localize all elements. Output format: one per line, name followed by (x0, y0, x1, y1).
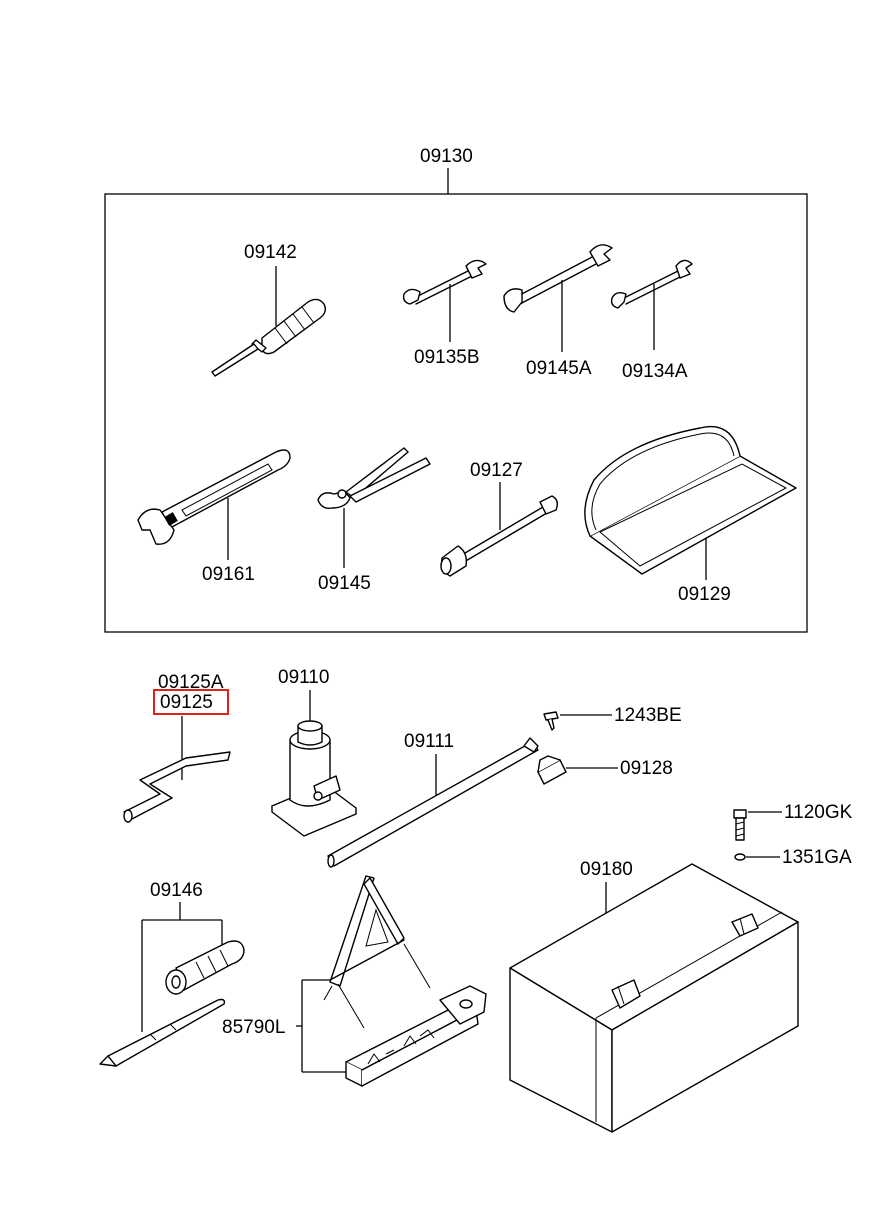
label-screwdriver[interactable]: 09142 (244, 242, 297, 263)
label-09127[interactable]: 09127 (470, 460, 523, 481)
label-85790l[interactable]: 85790L (222, 1017, 285, 1038)
bolt-1120gk (733, 809, 747, 841)
label-09146[interactable]: 09146 (150, 880, 203, 901)
extension-bar-09111 (327, 737, 539, 868)
label-09161[interactable]: 09161 (202, 564, 255, 585)
pliers-09145 (317, 447, 431, 510)
highlight-box (153, 689, 229, 715)
kit-frame (104, 193, 808, 633)
wrench-09135b (402, 259, 487, 305)
label-09125[interactable]: 09125 (160, 692, 213, 713)
jack-09110 (271, 720, 357, 837)
label-09111[interactable]: 09111 (404, 731, 454, 752)
adjustable-wrench-09161 (137, 449, 291, 545)
label-09145a[interactable]: 09145A (526, 358, 592, 379)
label-1120gk[interactable]: 1120GK (784, 802, 853, 823)
label-1243be[interactable]: 1243BE (614, 705, 682, 726)
label-09145[interactable]: 09145 (318, 573, 371, 594)
tool-bag-09129 (584, 425, 797, 575)
label-kit[interactable]: 09130 (420, 146, 473, 167)
screwdriver-09142 (211, 298, 327, 377)
tool-box-09180 (509, 863, 799, 1133)
label-09125a[interactable]: 09125A (158, 672, 224, 693)
warning-triangle-stand (323, 875, 431, 1029)
clip-09128 (537, 755, 567, 785)
wrench-09134a (610, 259, 693, 309)
handle-09125 (123, 751, 231, 823)
label-09129[interactable]: 09129 (678, 584, 731, 605)
label-09135b[interactable]: 09135B (414, 347, 480, 368)
label-09110[interactable]: 09110 (278, 667, 329, 688)
bolt-1243be (543, 711, 559, 731)
socket-bar-09127 (440, 495, 559, 577)
label-09134a[interactable]: 09134A (622, 361, 688, 382)
wrench-09145a (503, 244, 613, 313)
label-1351ga[interactable]: 1351GA (782, 847, 852, 868)
nut-1351ga (734, 853, 746, 861)
warning-triangle-case (345, 985, 487, 1087)
label-09180[interactable]: 09180 (580, 859, 633, 880)
screwdriver-bit-09146 (99, 998, 226, 1067)
screwdriver-handle-09146 (165, 940, 245, 995)
label-09128[interactable]: 09128 (620, 758, 673, 779)
